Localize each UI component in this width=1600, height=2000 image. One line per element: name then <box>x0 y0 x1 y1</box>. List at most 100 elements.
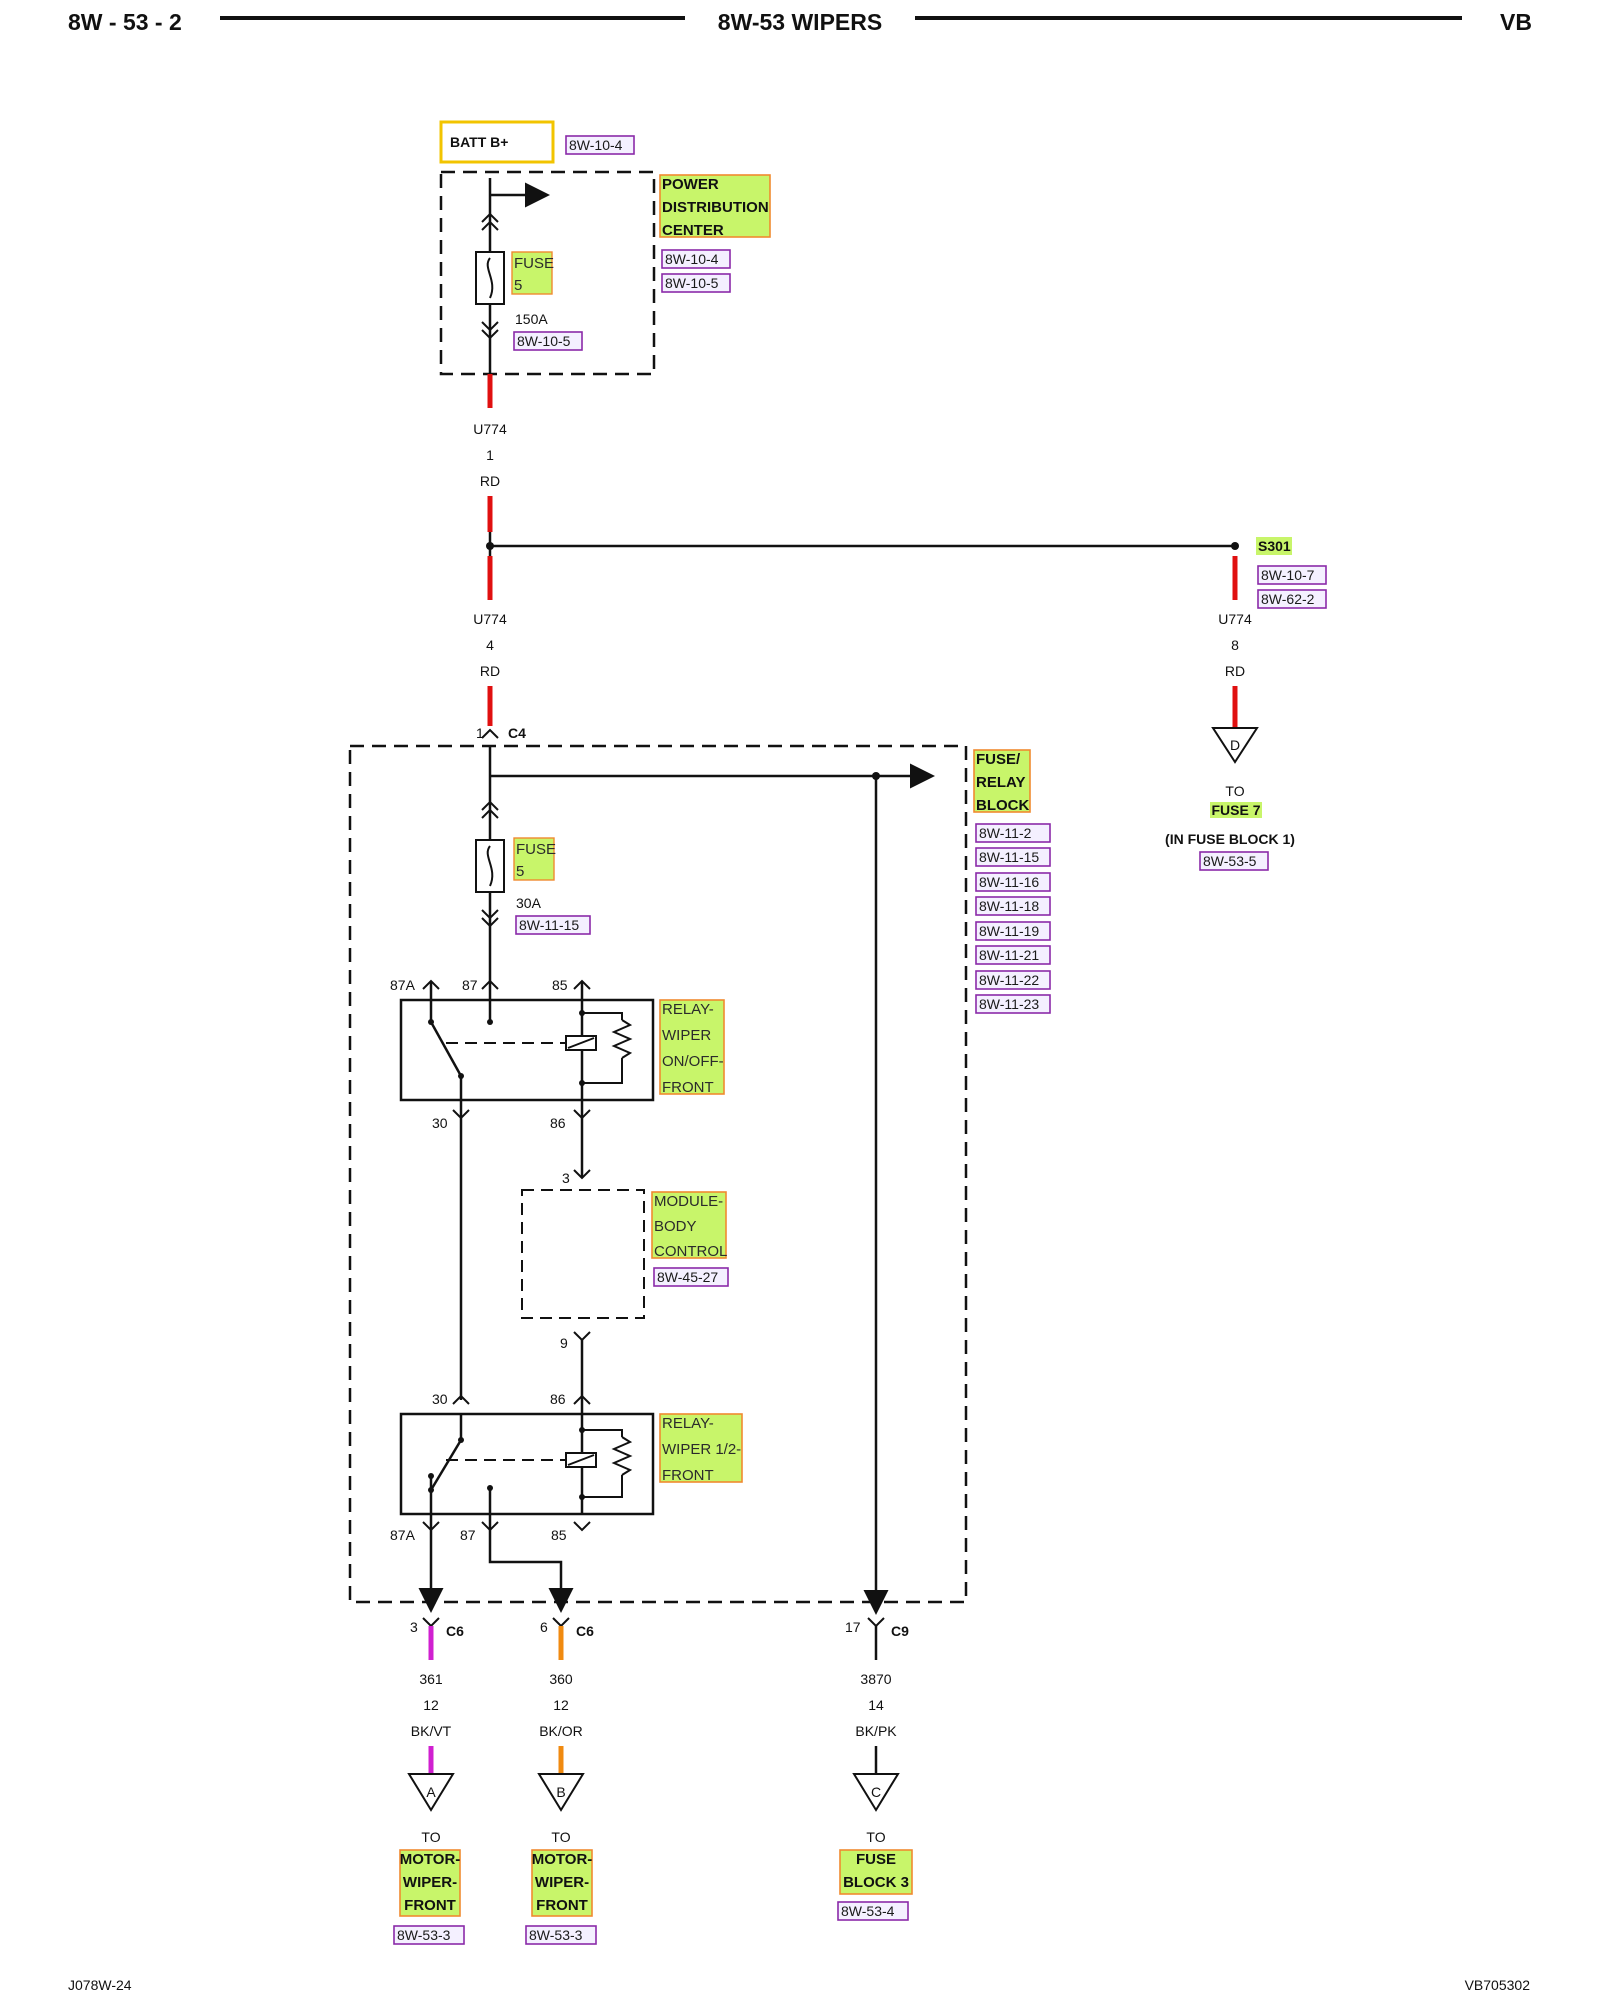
pdc-label-line1: POWER <box>662 176 719 193</box>
output-b-dest1: MOTOR- <box>532 1851 593 1868</box>
header-title: 8W-53 WIPERS <box>718 9 882 35</box>
output-b-ref[interactable]: 8W-53-3 <box>529 1927 583 1943</box>
header-model: VB <box>1500 9 1532 35</box>
output-b-circuit: 360 <box>549 1671 573 1687</box>
pdc-ref1[interactable]: 8W-10-4 <box>665 251 719 267</box>
frb-ref[interactable]: 8W-11-23 <box>979 996 1039 1012</box>
relay1-label-box <box>659 999 725 1095</box>
frb-ref[interactable]: 8W-11-19 <box>979 923 1039 939</box>
pdc-label-line3: CENTER <box>662 222 724 239</box>
relay2-label2: WIPER 1/2- <box>662 1441 741 1458</box>
connector-d-to: TO <box>1225 783 1244 799</box>
frb-fuse-label-box <box>514 838 554 880</box>
pdc-fuse-terminal-top <box>481 212 499 223</box>
relay1-diode-resistor <box>611 1019 633 1059</box>
frb-ref[interactable]: 8W-11-21 <box>979 947 1039 963</box>
output-b-dest2: WIPER- <box>535 1874 589 1891</box>
output-b-triangle[interactable] <box>537 1773 585 1812</box>
header-page-number: 8W - 53 - 2 <box>68 9 182 35</box>
frb-fuse-label2: 5 <box>516 863 524 880</box>
relay1-pin-87: 87 <box>462 977 478 993</box>
output-a-color: BK/VT <box>411 1723 452 1739</box>
splice-label-box <box>1256 537 1292 555</box>
bcm-ref-box <box>653 1267 729 1287</box>
relay1-label1: RELAY- <box>662 1001 714 1018</box>
frb-ref[interactable]: 8W-11-22 <box>979 972 1039 988</box>
relay2-pin-85: 85 <box>551 1527 567 1543</box>
output-a-dest1: MOTOR- <box>400 1851 461 1868</box>
frb-ref[interactable]: 8W-11-15 <box>979 849 1039 865</box>
wire-top-gauge: 1 <box>486 447 494 463</box>
relay1-pin-86: 86 <box>550 1115 566 1131</box>
output-c: 17 C9 3870 14 BK/PK C TO FUSE BLOCK 3 8W… <box>837 1617 913 1921</box>
batt-label: BATT B+ <box>450 134 508 150</box>
connector-d-triangle[interactable] <box>1211 727 1259 764</box>
output-a-ref[interactable]: 8W-53-3 <box>397 1927 451 1943</box>
output-c-triangle[interactable] <box>852 1773 900 1812</box>
output-b-conn: C6 <box>576 1623 594 1639</box>
bcm-label-box <box>651 1191 727 1259</box>
output-b-to: TO <box>551 1829 570 1845</box>
connector-d-ref[interactable]: 8W-53-5 <box>1203 853 1257 869</box>
output-a-to: TO <box>421 1829 440 1845</box>
frb-label-box <box>973 749 1031 813</box>
connector-d-ref-box <box>1199 851 1269 871</box>
relay1-label4: FRONT <box>662 1079 714 1096</box>
splice-dot-left <box>486 542 494 550</box>
wire-mid-right-gauge: 8 <box>1231 637 1239 653</box>
output-a-circuit: 361 <box>419 1671 443 1687</box>
relay2-pin-30: 30 <box>432 1391 448 1407</box>
output-a-triangle[interactable] <box>407 1773 455 1812</box>
output-a-dest-box <box>399 1849 461 1917</box>
relay2-label3: FRONT <box>662 1467 714 1484</box>
pdc-fuse-label-box <box>512 252 552 294</box>
batt-ref[interactable]: 8W-10-4 <box>569 137 623 153</box>
output-c-dest2: BLOCK 3 <box>843 1874 909 1891</box>
output-c-ref[interactable]: 8W-53-4 <box>841 1903 895 1919</box>
relay1-label2: WIPER <box>662 1027 711 1044</box>
frb-fuse-ref[interactable]: 8W-11-15 <box>519 917 579 933</box>
pdc-ref2[interactable]: 8W-10-5 <box>665 275 719 291</box>
output-c-dest1: FUSE <box>856 1851 896 1868</box>
pdc-fuse-ref[interactable]: 8W-10-5 <box>517 333 571 349</box>
output-c-gauge: 14 <box>868 1697 884 1713</box>
frb-label-line1: FUSE/ <box>976 751 1021 768</box>
pdc-fuse-label2: 5 <box>514 277 522 294</box>
c4-terminal <box>481 728 499 739</box>
relay2-label1: RELAY- <box>662 1415 714 1432</box>
output-a: 3 C6 361 12 BK/VT A TO MOTOR- WIPER- FRO… <box>393 1617 465 1945</box>
output-a-letter: A <box>426 1784 436 1800</box>
pdc-fuse-label1: FUSE <box>514 255 554 272</box>
batt-label-box <box>439 120 555 164</box>
frb-ref[interactable]: 8W-11-2 <box>979 825 1032 841</box>
output-b-dest3: FRONT <box>536 1897 588 1914</box>
splice-ref1[interactable]: 8W-10-7 <box>1261 567 1315 583</box>
bcm-ref[interactable]: 8W-45-27 <box>657 1269 718 1285</box>
relay2-diode-resistor <box>611 1436 633 1476</box>
frb-ref[interactable]: 8W-11-18 <box>979 898 1039 914</box>
relay2-pin-87a: 87A <box>390 1527 416 1543</box>
output-c-color: BK/PK <box>855 1723 897 1739</box>
relay2-pin-86: 86 <box>550 1391 566 1407</box>
bcm-boundary <box>521 1189 645 1319</box>
frb-fuse-label1: FUSE <box>516 841 556 858</box>
splice-ref1-box <box>1257 565 1327 585</box>
batt-ref-box <box>565 135 635 155</box>
pdc-ref2-box <box>661 273 731 293</box>
bcm-label1: MODULE- <box>654 1193 723 1210</box>
c4-name: C4 <box>508 725 526 741</box>
frb-ref[interactable]: 8W-11-16 <box>979 874 1039 890</box>
splice-ref2[interactable]: 8W-62-2 <box>1261 591 1315 607</box>
footer-right: VB705302 <box>1465 1977 1531 1993</box>
frb-boundary <box>348 744 968 1604</box>
output-c-to: TO <box>866 1829 885 1845</box>
wire-mid-left-color: RD <box>480 663 500 679</box>
output-a-gauge: 12 <box>423 1697 439 1713</box>
pdc-boundary <box>439 170 656 376</box>
relay1-pin-30: 30 <box>432 1115 448 1131</box>
output-a-dest3: FRONT <box>404 1897 456 1914</box>
relay1-box <box>399 998 655 1102</box>
output-b: 6 C6 360 12 BK/OR B TO MOTOR- WIPER- FRO… <box>525 1617 597 1945</box>
wire-mid-left-gauge: 4 <box>486 637 494 653</box>
